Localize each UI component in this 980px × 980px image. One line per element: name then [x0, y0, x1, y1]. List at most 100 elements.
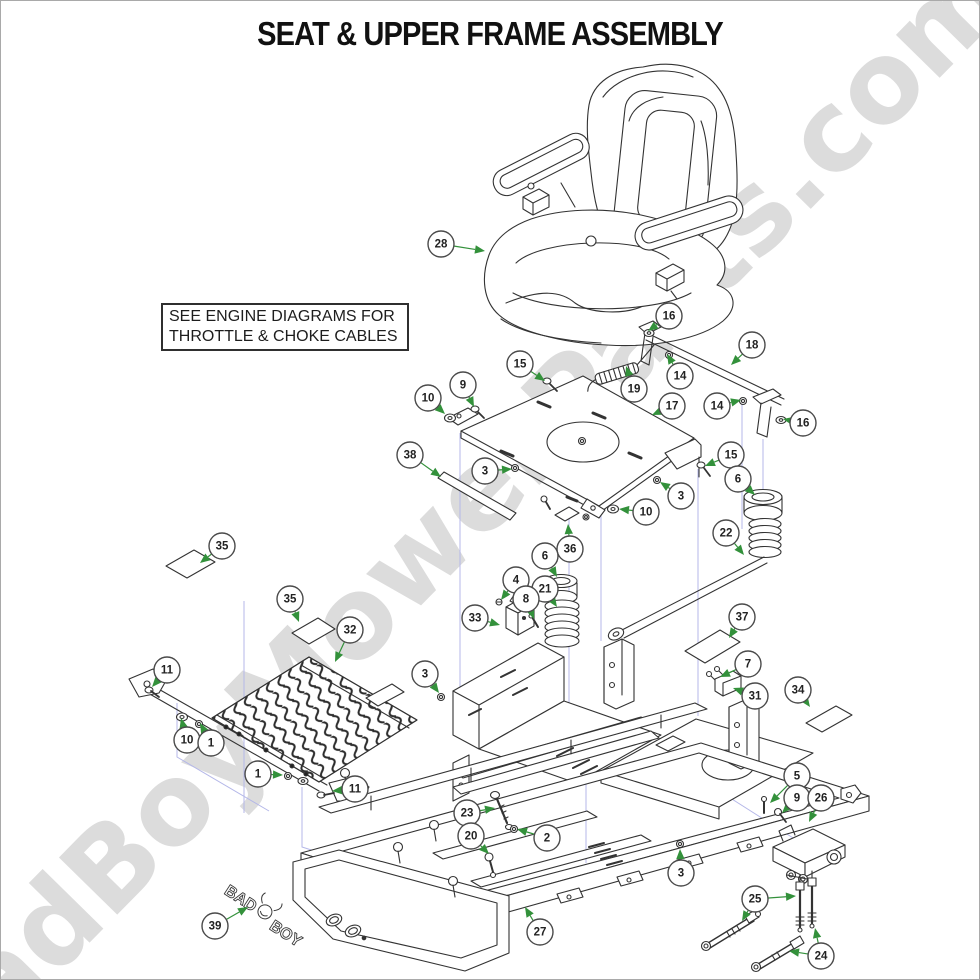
svg-text:9: 9: [460, 380, 466, 392]
svg-text:32: 32: [344, 625, 357, 637]
callout-3: 3: [660, 482, 695, 510]
svg-text:6: 6: [542, 551, 548, 563]
callout-9: 9: [449, 371, 477, 407]
callout-31: 31: [733, 682, 769, 710]
decal-boy: BOY: [266, 918, 305, 951]
svg-text:36: 36: [564, 544, 577, 556]
spring-column-center: [544, 573, 580, 648]
callout-2: 2: [517, 824, 561, 852]
callout-28: 28: [427, 230, 485, 258]
callout-7: 7: [720, 650, 762, 678]
note-line-2: THROTTLE & CHOKE CABLES: [169, 328, 398, 345]
callout-27: 27: [525, 907, 554, 946]
hardware-bits: [436, 328, 787, 702]
line-art: BAD BOY: [128, 63, 870, 973]
callout-14: 14: [703, 392, 741, 420]
svg-text:27: 27: [534, 927, 547, 939]
callout-16: 16: [783, 409, 817, 437]
svg-text:3: 3: [482, 466, 488, 478]
callout-10: 10: [619, 498, 660, 526]
callout-1: 1: [244, 760, 283, 788]
svg-text:18: 18: [746, 340, 759, 352]
svg-text:34: 34: [792, 685, 805, 697]
callout-36: 36: [556, 524, 584, 563]
callout-35: 35: [200, 532, 236, 563]
svg-text:15: 15: [514, 359, 527, 371]
svg-text:19: 19: [628, 384, 641, 396]
callout-37: 37: [728, 603, 756, 638]
callout-6: 6: [724, 465, 755, 495]
callout-18: 18: [731, 331, 766, 365]
callout-16: 16: [648, 302, 683, 331]
svg-text:37: 37: [736, 612, 749, 624]
idler-bracket: [760, 795, 846, 885]
shim-plate: [540, 495, 590, 522]
svg-text:11: 11: [161, 665, 174, 677]
callout-14: 14: [666, 354, 694, 390]
svg-text:8: 8: [523, 594, 530, 606]
callout-15: 15: [506, 350, 545, 381]
svg-text:31: 31: [749, 691, 762, 703]
svg-text:25: 25: [749, 894, 762, 906]
note-box: SEE ENGINE DIAGRAMS FOR THROTTLE & CHOKE…: [161, 303, 409, 351]
callout-5: 5: [770, 762, 811, 803]
svg-text:3: 3: [678, 491, 684, 503]
seat-plate: [447, 375, 702, 519]
svg-text:7: 7: [745, 659, 751, 671]
svg-text:16: 16: [663, 311, 676, 323]
svg-text:15: 15: [725, 450, 738, 462]
svg-text:9: 9: [794, 793, 800, 805]
callout-11: 11: [332, 775, 369, 803]
callout-22: 22: [712, 519, 744, 555]
callout-17: 17: [652, 392, 686, 420]
svg-text:3: 3: [422, 669, 428, 681]
cables: [700, 870, 817, 973]
callout-34: 34: [784, 676, 812, 707]
svg-text:22: 22: [720, 528, 733, 540]
callout-3: 3: [471, 457, 512, 485]
callout-26: 26: [807, 784, 835, 822]
svg-text:35: 35: [216, 541, 229, 553]
seat: [483, 63, 744, 347]
svg-text:14: 14: [711, 401, 724, 413]
svg-text:6: 6: [735, 474, 741, 486]
callout-19: 19: [620, 366, 648, 403]
svg-text:4: 4: [513, 575, 520, 587]
callout-15: 15: [705, 441, 745, 469]
svg-text:26: 26: [815, 793, 828, 805]
lower-frame: BAD BOY: [221, 702, 870, 972]
svg-text:1: 1: [255, 769, 262, 781]
slide-strip: [437, 471, 517, 521]
callout-32: 32: [335, 616, 364, 662]
callout-3: 3: [667, 849, 695, 887]
svg-text:1: 1: [208, 738, 215, 750]
callout-10: 10: [414, 384, 445, 414]
callout-38: 38: [396, 441, 441, 477]
svg-text:20: 20: [465, 831, 478, 843]
svg-text:23: 23: [461, 808, 474, 820]
callout-33: 33: [461, 604, 500, 632]
svg-text:38: 38: [404, 450, 417, 462]
callout-8: 8: [512, 585, 540, 619]
callout-6: 6: [531, 542, 559, 577]
callout-24: 24: [789, 928, 835, 970]
svg-text:16: 16: [797, 418, 810, 430]
svg-text:28: 28: [435, 239, 448, 251]
callout-1: 1: [197, 723, 225, 757]
svg-text:11: 11: [349, 784, 362, 796]
svg-text:35: 35: [284, 594, 297, 606]
svg-text:2: 2: [544, 833, 550, 845]
callout-3: 3: [411, 660, 439, 693]
svg-text:10: 10: [640, 507, 653, 519]
page-title: SEAT & UPPER FRAME ASSEMBLY: [257, 15, 724, 52]
callout-11: 11: [152, 656, 181, 687]
foam-pads: [165, 549, 853, 733]
svg-text:10: 10: [181, 735, 194, 747]
svg-text:10: 10: [422, 393, 435, 405]
callout-35: 35: [276, 585, 304, 622]
svg-text:5: 5: [794, 771, 801, 783]
